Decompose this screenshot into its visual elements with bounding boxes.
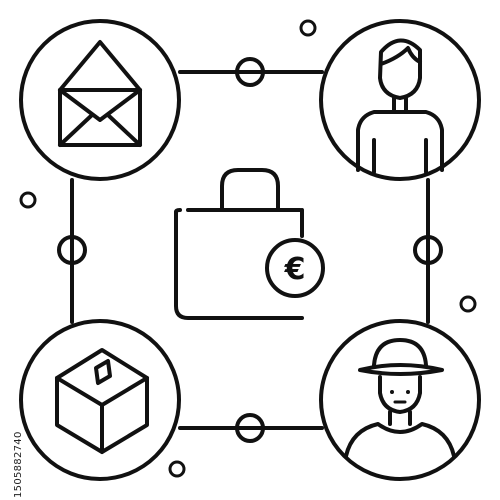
man-avatar-icon	[356, 38, 444, 174]
right-eye	[406, 390, 410, 394]
connector-node-left	[57, 235, 87, 265]
node-delivery-man	[319, 319, 481, 481]
envelope-icon	[58, 40, 142, 147]
node-envelope	[19, 19, 181, 181]
wallet-euro-icon: €	[174, 168, 325, 320]
delivery-man-icon	[344, 338, 456, 458]
left-eye	[390, 390, 394, 394]
connector-node-top	[235, 57, 265, 87]
stock-id-watermark: 1505882740	[2, 370, 24, 500]
connector-node-bottom	[235, 413, 265, 443]
package-box-icon	[55, 348, 149, 454]
stock-id-text: 1505882740	[13, 431, 24, 498]
euro-symbol: €	[284, 252, 306, 287]
node-man	[319, 19, 481, 181]
node-box	[19, 319, 181, 481]
decorative-dots	[19, 19, 477, 478]
euro-coin	[265, 238, 325, 298]
connector-lines	[70, 70, 430, 430]
connector-node-right	[413, 235, 443, 265]
